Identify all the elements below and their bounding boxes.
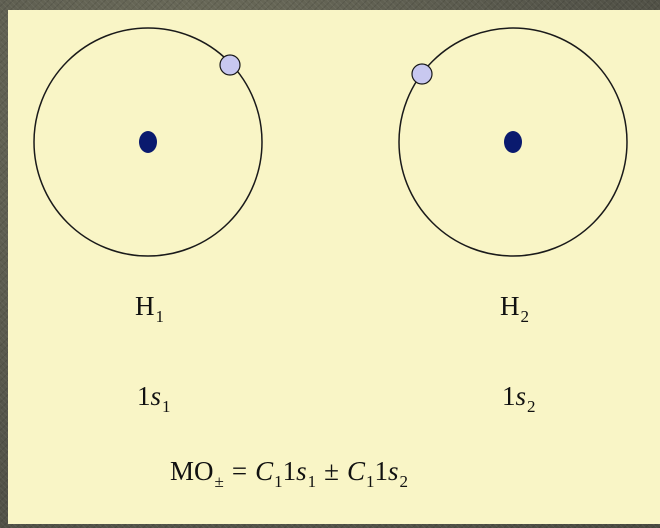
equation-lhs: MO — [170, 456, 214, 486]
orbital-label-1s1: 1s1 — [137, 383, 171, 410]
equation-orb2-sub: 2 — [399, 472, 408, 491]
nucleus-2 — [504, 131, 522, 153]
equation-equals: = — [232, 456, 247, 486]
equation-orb1-base: 1 — [283, 456, 297, 486]
orbital-label-1s2: 1s2 — [502, 383, 536, 410]
equation-orb1-letter: s — [296, 456, 307, 486]
hydrogen-atom-1 — [34, 28, 262, 256]
equation-orb2-base: 1 — [374, 456, 388, 486]
hydrogen-atom-2 — [399, 28, 627, 256]
equation-orb2-letter: s — [388, 456, 399, 486]
equation-coef1: C — [255, 456, 273, 486]
equation-lhs-sub: ± — [215, 472, 224, 491]
atom-label-h1: H1 — [135, 293, 164, 320]
equation-coef2-sub: 1 — [366, 472, 375, 491]
nucleus-1 — [139, 131, 157, 153]
atom-label-h2: H2 — [500, 293, 529, 320]
electron-2 — [412, 64, 432, 84]
equation-orb1-sub: 1 — [308, 472, 317, 491]
equation-coef2: C — [347, 456, 365, 486]
molecular-orbital-equation: MO±=C11s1±C11s2 — [170, 456, 408, 487]
equation-operator: ± — [324, 456, 339, 486]
electron-1 — [220, 55, 240, 75]
equation-coef1-sub: 1 — [274, 472, 283, 491]
